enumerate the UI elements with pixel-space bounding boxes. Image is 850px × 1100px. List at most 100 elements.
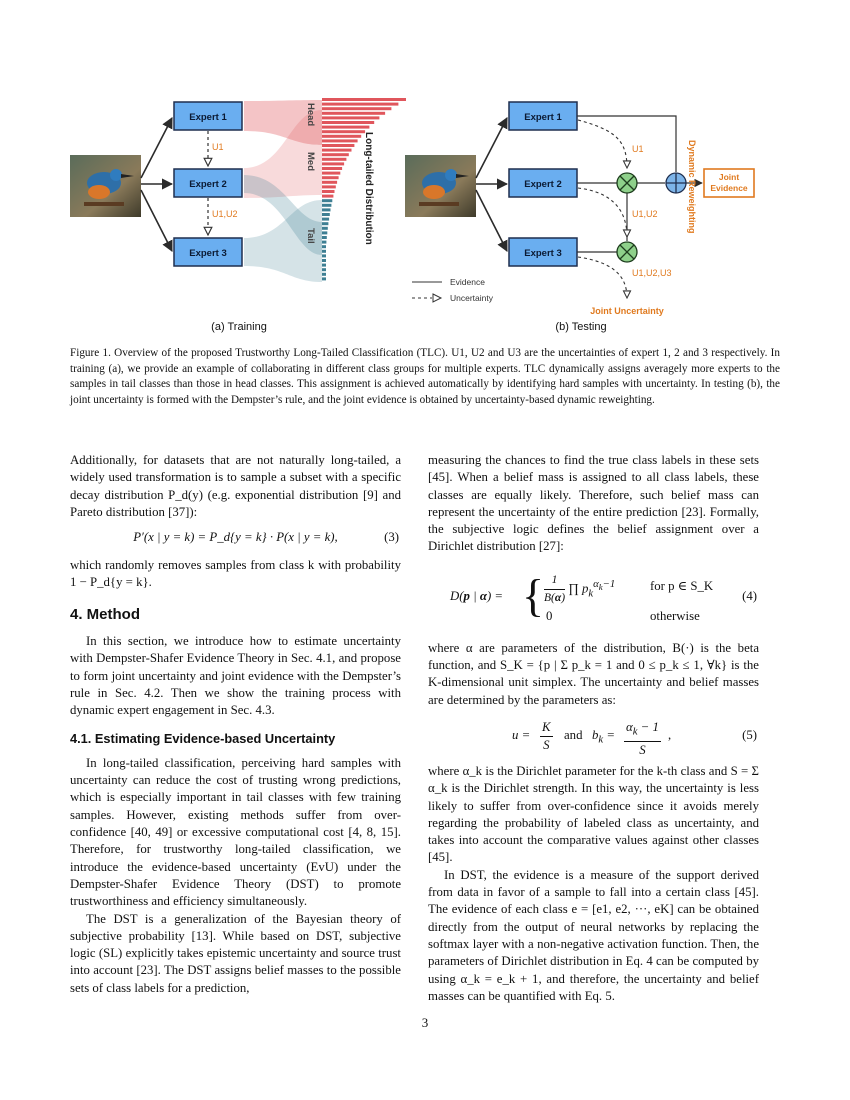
long-tail-bar — [322, 107, 392, 111]
legend-evidence: Evidence — [450, 277, 485, 287]
testing-u12-label: U1,U2 — [632, 209, 658, 219]
group-med-label: Med — [305, 152, 316, 171]
long-tail-bar — [322, 231, 328, 235]
left-paragraph-3: In this section, we introduce how to est… — [70, 634, 401, 718]
right-paragraph-3: where α_k is the Dirichlet parameter for… — [428, 763, 759, 865]
equation-4-case2: otherwise — [650, 608, 700, 623]
long-tail-bar — [322, 263, 326, 267]
long-tail-bar — [322, 167, 343, 170]
equation-3: P′(x | y = k) = P_d{y = k} · P(x | y = k… — [70, 529, 401, 551]
left-paragraph-1: Additionally, for datasets that are not … — [70, 453, 401, 519]
training-expert-3-label: Expert 3 — [189, 248, 227, 259]
long-tail-bar — [322, 180, 338, 184]
legend-uncertainty: Uncertainty — [450, 293, 494, 303]
long-tail-bar — [322, 185, 336, 189]
long-tail-bar — [322, 272, 326, 276]
right-paragraph-4: In DST, the evidence is a measure of the… — [428, 867, 759, 1003]
long-tail-bar — [322, 236, 327, 239]
long-tail-bar — [322, 226, 328, 230]
left-paragraph-2: which randomly removes samples from clas… — [70, 558, 401, 590]
equation-4-number: (4) — [742, 588, 757, 603]
long-tail-bar — [322, 171, 341, 175]
figure-legend: Evidence Uncertainty — [412, 277, 494, 303]
dynamic-reweighting-label: Dynamic Reweighting — [687, 140, 697, 234]
testing-expert-1-label: Expert 1 — [524, 112, 562, 123]
dempster-node-1 — [616, 172, 638, 194]
long-tail-bar — [322, 194, 334, 198]
long-tail-bar — [322, 240, 327, 244]
testing-u1-label: U1 — [632, 144, 644, 154]
equation-4: D(p | α) = { 1 B(α) ∏ pkαk−1 for p ∈ S_K… — [428, 568, 759, 630]
bird-image-testing — [405, 155, 476, 217]
testing-expert-1: Expert 1 — [508, 101, 578, 131]
long-tailed-bars — [322, 98, 406, 281]
equation-5: u = K S and bk = αk − 1 S , (5) — [512, 719, 757, 757]
long-tail-bar — [322, 203, 332, 207]
training-expert-2-label: Expert 2 — [189, 179, 227, 190]
equation-4-case1: for p ∈ S_K — [650, 578, 714, 593]
equation-3-body: P′(x | y = k) = P_d{y = k} · P(x | y = k… — [133, 530, 338, 545]
long-tail-bar — [322, 259, 326, 262]
left-column: Additionally, for datasets that are not … — [70, 452, 401, 997]
left-paragraph-5: The DST is a generalization of the Bayes… — [70, 911, 401, 995]
long-tail-bar — [322, 121, 375, 124]
testing-expert-3: Expert 3 — [508, 237, 578, 267]
long-tail-bar — [322, 153, 349, 157]
long-tail-bar — [322, 217, 330, 221]
equation-5-number: (5) — [742, 727, 757, 742]
long-tail-bar — [322, 208, 331, 212]
long-tail-bar — [322, 249, 326, 253]
sum-node — [665, 172, 687, 194]
joint-uncertainty-label: Joint Uncertainty — [590, 306, 664, 316]
long-tail-bar — [322, 130, 366, 134]
training-u12-label: U1,U2 — [212, 209, 238, 219]
long-tail-bar — [322, 102, 399, 106]
long-tail-bar — [322, 254, 326, 258]
long-tail-bar — [322, 162, 345, 166]
long-tail-bar — [322, 190, 335, 193]
training-expert-1-label: Expert 1 — [189, 112, 227, 123]
long-tail-bar — [322, 268, 326, 272]
figure-1: Expert 1 Expert 2 Expert 3 U1 U1,U2 Head… — [70, 98, 755, 333]
left-paragraph-4: In long-tailed classification, perceivin… — [70, 755, 401, 909]
long-tail-bar — [322, 116, 380, 120]
testing-caption: (b) Testing — [555, 321, 606, 333]
testing-panel: Expert 1 Expert 2 Expert 3 — [405, 101, 755, 333]
training-caption: (a) Training — [211, 321, 267, 333]
subsection-heading: 4.1. Estimating Evidence-based Uncertain… — [70, 730, 336, 746]
long-tail-bar — [322, 144, 355, 147]
long-tail-bar — [322, 245, 326, 249]
bird-image — [70, 155, 141, 217]
equation-3-number: (3) — [384, 530, 399, 545]
long-tail-bar — [322, 134, 362, 138]
long-tail-bar — [322, 222, 329, 226]
long-tail-bar — [322, 277, 326, 281]
training-u1-label: U1 — [212, 142, 224, 152]
training-panel: Expert 1 Expert 2 Expert 3 U1 U1,U2 Head… — [70, 98, 406, 333]
long-tail-bar — [322, 199, 333, 203]
long-tail-bar — [322, 148, 352, 152]
training-expert-1: Expert 1 — [173, 101, 243, 131]
long-tail-bar — [322, 125, 370, 129]
right-column: measuring the chances to find the true c… — [428, 452, 759, 1005]
group-head-label: Head — [305, 103, 316, 126]
long-tail-bar — [322, 139, 358, 143]
joint-evidence-line2: Evidence — [710, 183, 748, 193]
testing-expert-3-label: Expert 3 — [524, 248, 562, 259]
long-tail-bar — [322, 157, 347, 161]
long-tail-bar — [322, 98, 406, 101]
long-tailed-label: Long-tailed Distribution — [363, 132, 374, 245]
training-expert-2: Expert 2 — [173, 168, 243, 198]
joint-evidence-line1: Joint — [719, 172, 739, 182]
joint-evidence-box: Joint Evidence — [703, 168, 755, 198]
training-expert-3: Expert 3 — [173, 237, 243, 267]
long-tail-bar — [322, 213, 330, 216]
page-number: 3 — [421, 1015, 429, 1030]
figure-caption: Figure 1. Overview of the proposed Trust… — [70, 347, 780, 406]
right-paragraph-1: measuring the chances to find the true c… — [428, 453, 759, 554]
right-paragraph-2: where α are parameters of the distributi… — [428, 640, 759, 707]
long-tail-bar — [322, 111, 386, 115]
testing-u123-label: U1,U2,U3 — [632, 268, 672, 278]
section-heading: 4. Method — [70, 605, 140, 623]
group-tail-label: Tail — [305, 228, 316, 244]
